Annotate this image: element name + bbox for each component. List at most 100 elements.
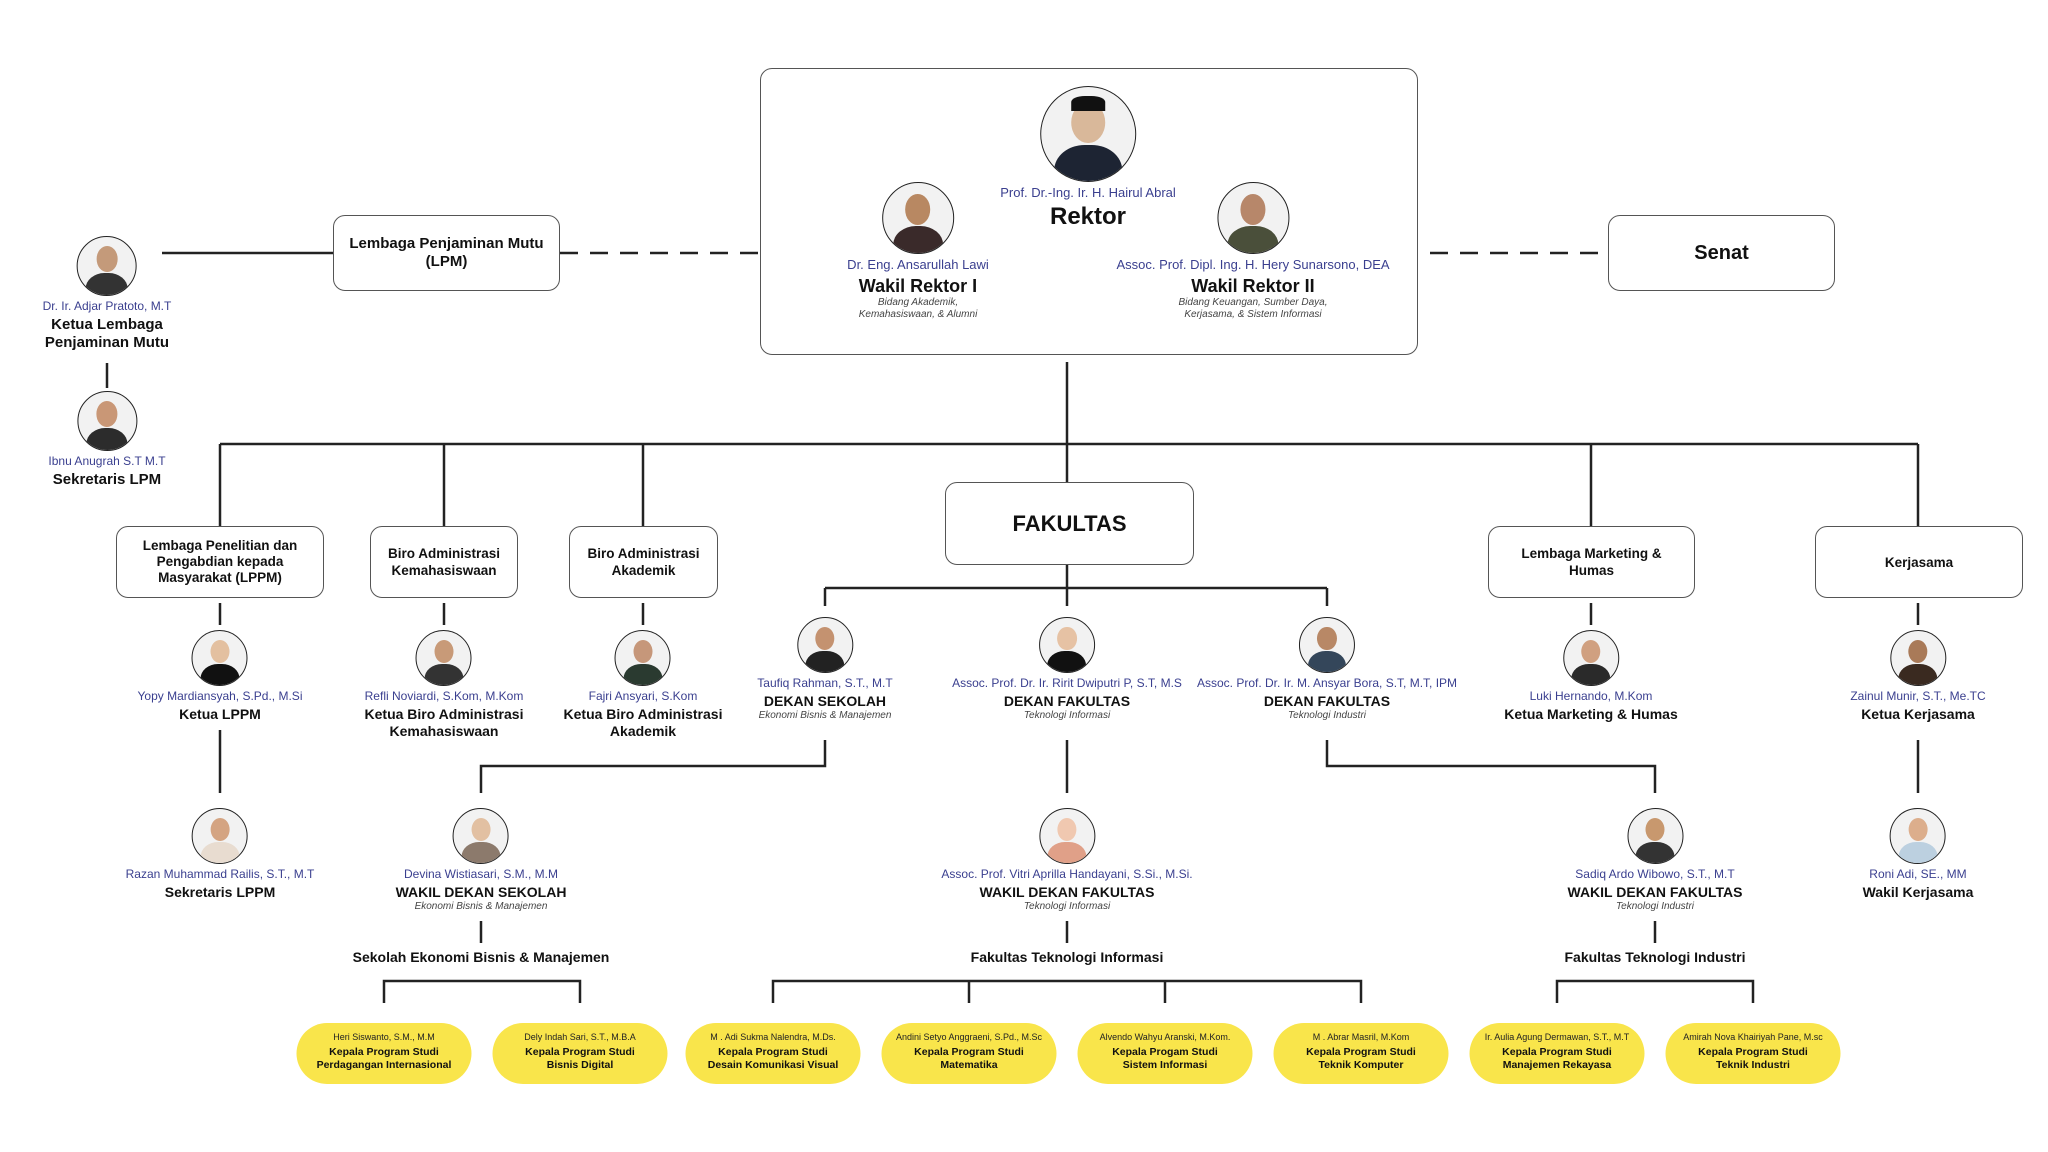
marketing-box-line-1: Lembaga Marketing & [1521,546,1662,561]
biro-ak-box-line-2: Akademik [611,563,676,578]
wakil-rektor-1-sub-2: Kemahasiswaan, & Alumni [858,309,978,320]
lpm-ketua-name: Dr. Ir. Adjar Pratoto, M.T [42,299,172,313]
lppm-box-line-2: Pengabdian kepada [156,554,284,569]
wakil-rektor-2-photo [1216,182,1289,254]
biro-kem-box-line-1: Biro Administrasi [387,546,501,561]
program-title: Kepala Progam Studi [1112,1046,1218,1058]
lppm-ketua-title: Ketua LPPM [179,706,261,722]
vice-dean-2-photo [1039,808,1095,864]
lppm-sekretaris-title: Sekretaris LPPM [164,884,276,900]
marketing-ketua-photo [1562,630,1619,686]
vice-dean-1-photo [452,808,509,864]
biro-kem-ketua-node: Refli Noviardi, S.Kom, M.Kom Ketua Biro … [364,630,524,740]
biro-ak-ketua-name: Fajri Ansyari, S.Kom [588,689,698,703]
lpm-ketua-node: Dr. Ir. Adjar Pratoto, M.T Ketua Lembaga… [42,236,172,352]
lpm-sekretaris-title: Sekretaris LPM [52,471,162,488]
biro-kem-box-line-2: Kemahasiswaan [391,563,497,578]
program-pill: Alvendo Wahyu Aranski, M.Kom. Kepala Prog… [1077,1023,1253,1084]
biro-kem-ketua-title-1: Ketua Biro Administrasi [364,706,524,722]
dean-2-title: DEKAN FAKULTAS [1003,693,1131,709]
program-name: Desain Komunikasi Visual [707,1059,839,1071]
rektor-photo [1040,86,1136,182]
program-title: Kepala Program Studi [1502,1046,1612,1058]
vice-dean-1-title: WAKIL DEKAN SEKOLAH [395,884,567,900]
vice-dean-1-sub: Ekonomi Bisnis & Manajemen [414,901,548,912]
kerjasama-box: Kerjasama [1815,526,2023,598]
biro-akademik-box: Biro Administrasi Akademik [569,526,718,598]
senat-box: Senat [1608,215,1835,291]
wakil-rektor-2-sub-2: Kerjasama, & Sistem Informasi [1184,309,1322,320]
dean-1-title: DEKAN SEKOLAH [763,693,887,709]
wakil-rektor-2-name: Assoc. Prof. Dipl. Ing. H. Hery Sunarson… [1116,257,1390,272]
wakil-rektor-1-title: Wakil Rektor I [858,276,978,296]
lppm-box-line-3: Masyarakat (LPPM) [158,570,282,585]
connector-pills-3 [1555,979,1755,1003]
lppm-ketua-photo [191,630,248,686]
program-head-name: M . Adi Sukma Nalendra, M.Ds. [710,1032,836,1042]
biro-ak-box-line-1: Biro Administrasi [587,546,700,561]
lpm-box-line-2: (LPM) [425,253,468,270]
program-name: Perdagangan Internasional [316,1059,452,1071]
biro-kemahasiswaan-box: Biro Administrasi Kemahasiswaan [370,526,518,598]
kerjasama-wakil-name: Roni Adi, SE., MM [1869,867,1967,881]
wakil-rektor-2-title: Wakil Rektor II [1191,276,1315,296]
connector-vice-3 [1325,740,1657,793]
dean-node-1: Taufiq Rahman, S.T., M.T DEKAN SEKOLAH E… [757,617,893,722]
lppm-sekretaris-photo [192,808,248,864]
dean-3-name: Assoc. Prof. Dr. Ir. M. Ansyar Bora, S.T… [1196,676,1458,690]
lppm-box-line-1: Lembaga Penelitian dan [142,538,298,553]
dean-2-photo [1038,617,1095,673]
connector-vice-1 [479,740,827,793]
marketing-box-line-2: Humas [1568,563,1614,578]
program-title: Kepala Program Studi [525,1046,635,1058]
dean-1-photo [796,617,853,673]
group-label-2: Fakultas Teknologi Informasi [970,949,1164,965]
program-name: Manajemen Rekayasa [1502,1059,1612,1071]
kerjasama-box-label: Kerjasama [1884,554,1954,570]
program-name: Bisnis Digital [546,1059,614,1071]
kerjasama-ketua-name: Zainul Munir, S.T., Me.TC [1850,689,1986,703]
dean-node-2: Assoc. Prof. Dr. Ir. Ririt Dwiputri P, S… [952,617,1182,722]
program-title: Kepala Program Studi [1306,1046,1416,1058]
biro-ak-ketua-title-2: Akademik [609,723,677,739]
kerjasama-ketua-node: Zainul Munir, S.T., Me.TC Ketua Kerjasam… [1850,630,1986,723]
lpm-ketua-title-1: Ketua Lembaga [51,316,163,333]
program-head-name: Amirah Nova Khairiyah Pane, M.sc [1683,1032,1823,1042]
program-head-name: M . Abrar Masril, M.Kom [1312,1032,1410,1042]
kerjasama-wakil-photo [1889,808,1946,864]
kerjasama-wakil-title: Wakil Kerjasama [1862,884,1974,900]
lpm-box-line-1: Lembaga Penjaminan Mutu [349,235,544,252]
senat-label: Senat [1694,241,1749,264]
program-pill: M . Adi Sukma Nalendra, M.Ds. Kepala Prog… [685,1023,861,1084]
vice-dean-node-1: Devina Wistiasari, S.M., M.M WAKIL DEKAN… [395,808,567,913]
lppm-box: Lembaga Penelitian dan Pengabdian kepada… [116,526,324,598]
biro-ak-ketua-photo [615,630,671,686]
biro-kem-ketua-name: Refli Noviardi, S.Kom, M.Kom [364,689,524,703]
vice-dean-3-sub: Teknologi Industri [1615,901,1694,912]
wakil-rektor-1-node: Dr. Eng. Ansarullah Lawi Wakil Rektor I … [847,182,989,321]
rektor-title: Rektor [1049,203,1127,230]
vice-dean-1-name: Devina Wistiasari, S.M., M.M [403,867,559,881]
lpm-sekretaris-photo [77,391,137,451]
program-head-name: Alvendo Wahyu Aranski, M.Kom. [1099,1032,1231,1042]
vice-dean-2-name: Assoc. Prof. Vitri Aprilla Handayani, S.… [941,867,1193,881]
marketing-ketua-name: Luki Hernando, M.Kom [1529,689,1653,703]
program-title: Kepala Program Studi [914,1046,1024,1058]
dean-2-sub: Teknologi Informasi [1023,710,1111,721]
wakil-rektor-2-sub-1: Bidang Keuangan, Sumber Daya, [1178,297,1328,308]
lpm-box: Lembaga Penjaminan Mutu (LPM) [333,215,560,291]
kerjasama-ketua-photo [1890,630,1946,686]
program-name: Teknik Komputer [1318,1059,1404,1071]
rektor-node: Prof. Dr.-Ing. Ir. H. Hairul Abral Rekto… [1000,86,1176,231]
program-title: Kepala Program Studi [718,1046,828,1058]
vice-dean-3-photo [1627,808,1683,864]
dean-3-sub: Teknologi Industri [1287,710,1366,721]
dean-2-name: Assoc. Prof. Dr. Ir. Ririt Dwiputri P, S… [952,676,1182,690]
fakultas-box: FAKULTAS [945,482,1194,565]
group-label-3: Fakultas Teknologi Industri [1564,949,1746,965]
fakultas-label: FAKULTAS [1012,510,1127,536]
